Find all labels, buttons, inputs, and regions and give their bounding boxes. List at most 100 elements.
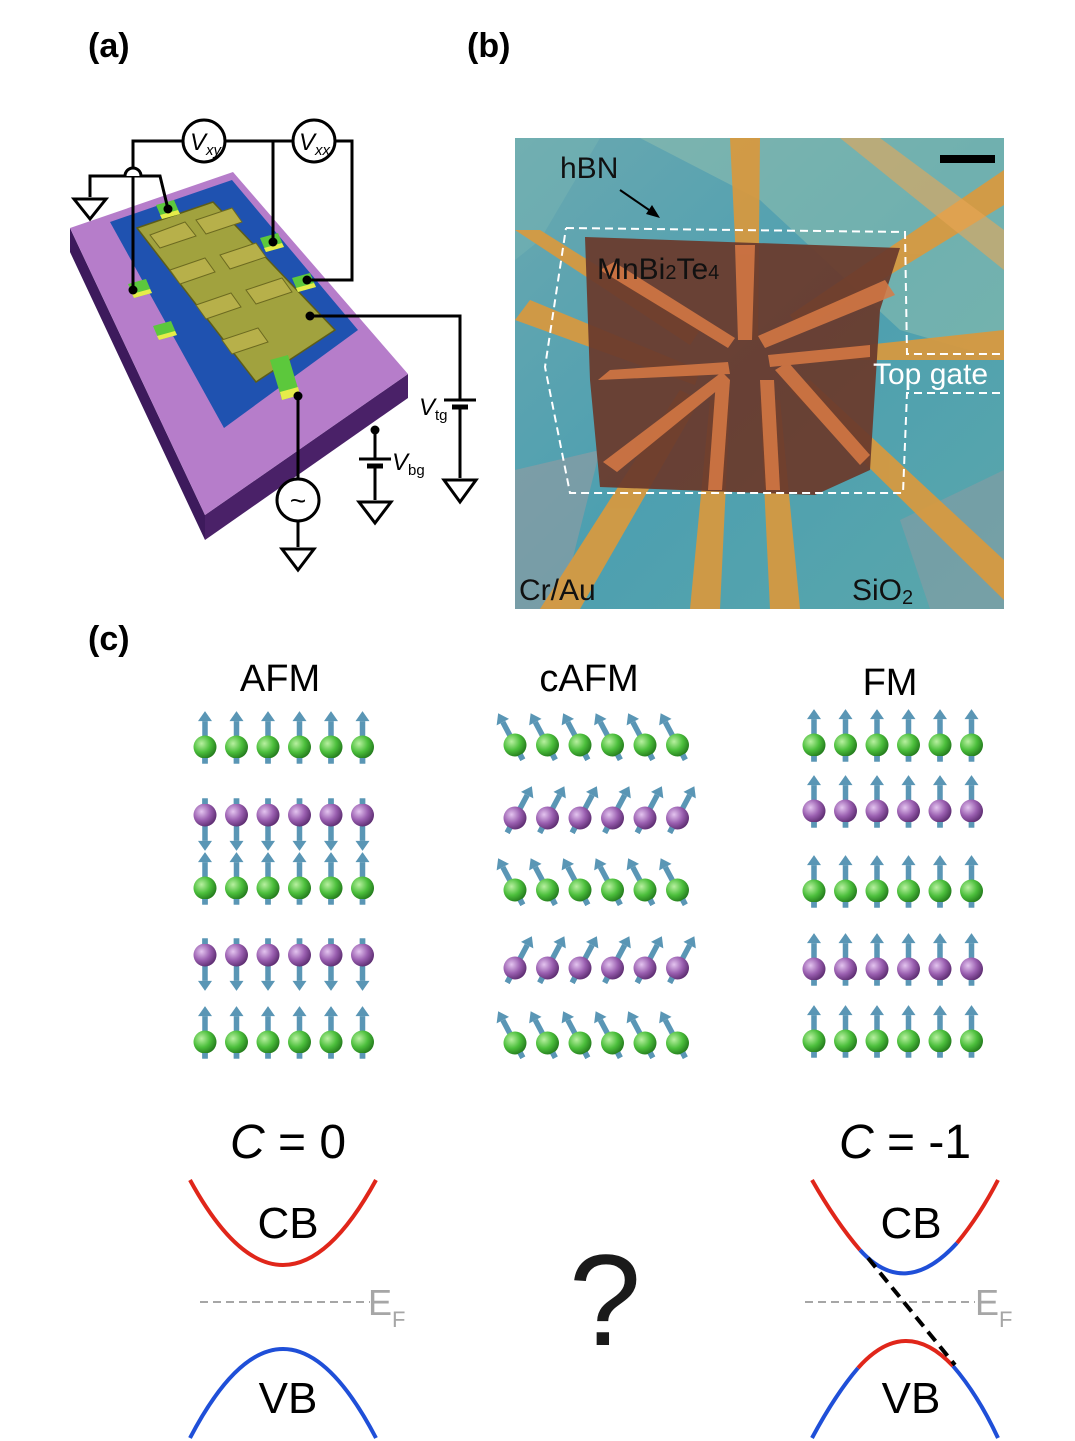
- spin-arrow-icon: [355, 852, 370, 863]
- spin-arrow-icon: [838, 1005, 853, 1016]
- atom-green: [633, 733, 657, 757]
- spin-arrow-tail: [680, 898, 688, 906]
- spin-arrow-tail: [504, 976, 513, 984]
- atom-green: [865, 879, 889, 903]
- spin-arrow-tail: [602, 826, 610, 834]
- vxx-meter: [291, 118, 337, 164]
- spin-arrow-icon: [626, 713, 640, 726]
- spin-arrow-icon: [933, 1005, 947, 1016]
- spin-arrow-icon: [198, 840, 212, 851]
- spin-arrow-icon: [292, 1006, 307, 1017]
- atom-purple: [288, 943, 311, 967]
- valence-band-right-center: [856, 1339, 955, 1370]
- spin-arrow-icon: [229, 840, 244, 851]
- spin-arrow-icon: [659, 858, 672, 871]
- spin-arrow-icon: [292, 852, 307, 863]
- spin-arrow-icon: [292, 711, 307, 722]
- spin-arrow-tail: [504, 826, 513, 834]
- atom-purple: [960, 957, 983, 981]
- spin-arrow-icon: [650, 786, 664, 799]
- atom-green: [225, 735, 248, 759]
- substrate-label: SiO2: [852, 574, 913, 609]
- spin-arrow-tail: [582, 898, 591, 906]
- atom-green: [834, 1029, 857, 1053]
- atom-purple: [568, 806, 592, 830]
- conduction-band-right-outer-right: [955, 1179, 1000, 1245]
- spin-arrow-icon: [933, 933, 947, 944]
- spin-arrow-icon: [261, 1006, 275, 1017]
- spin-arrow-icon: [229, 980, 244, 991]
- spin-arrow-icon: [292, 980, 307, 991]
- spin-arrow-icon: [901, 775, 916, 786]
- spin-arrow-icon: [198, 711, 212, 722]
- spin-arrow-tail: [615, 898, 623, 906]
- atom-purple: [319, 803, 343, 827]
- atom-purple: [897, 957, 920, 981]
- atom-green: [960, 879, 983, 903]
- ac-source-symbol: ~: [290, 485, 306, 516]
- spin-arrow-icon: [261, 980, 275, 991]
- atom-purple: [193, 803, 217, 827]
- spin-arrow-icon: [324, 711, 338, 722]
- spin-arrow-icon: [901, 933, 916, 944]
- atom-green: [568, 878, 592, 902]
- spin-arrow-icon: [870, 775, 884, 786]
- atom-purple: [802, 957, 826, 981]
- atom-purple: [633, 956, 657, 980]
- atom-green: [193, 1030, 217, 1054]
- spin-arrow-icon: [520, 786, 534, 799]
- atom-purple: [536, 956, 559, 980]
- spin-arrow-tail: [569, 976, 578, 984]
- atom-green: [802, 879, 826, 903]
- spin-arrow-icon: [261, 711, 275, 722]
- spin-arrow-icon: [964, 709, 979, 720]
- spin-arrow-icon: [838, 933, 853, 944]
- spin-arrow-tail: [517, 1051, 526, 1059]
- atom-green: [193, 735, 217, 759]
- spin-arrow-tail: [537, 976, 545, 984]
- atom-green: [928, 879, 952, 903]
- substrate-side-left: [70, 228, 205, 540]
- flake: [135, 201, 337, 384]
- battery-icon: [359, 457, 391, 469]
- unknown-question-mark: ?: [569, 1227, 641, 1373]
- cb-label-left: CB: [257, 1199, 318, 1248]
- spin-arrow-icon: [964, 1005, 979, 1016]
- atom-purple: [928, 957, 952, 981]
- spin-arrow-icon: [901, 709, 916, 720]
- spin-arrow-icon: [529, 1011, 542, 1024]
- order-title-fm: FM: [863, 662, 918, 704]
- spin-arrow-icon: [659, 713, 672, 726]
- conduction-band-right-outer-left: [810, 1179, 862, 1252]
- atom-purple: [865, 957, 889, 981]
- atom-green: [351, 1030, 374, 1054]
- spin-arrow-icon: [870, 855, 884, 866]
- panel-label-a: (a): [88, 27, 130, 65]
- atom-green: [503, 1031, 527, 1055]
- atom-purple: [193, 943, 217, 967]
- atom-purple: [865, 799, 889, 823]
- chern-right: C = -1: [839, 1116, 971, 1169]
- atom-green: [503, 733, 527, 757]
- battery-icon: [444, 398, 476, 410]
- atom-green: [633, 878, 657, 902]
- hbn-label: hBN: [560, 152, 618, 185]
- panel-label-b: (b): [467, 27, 510, 65]
- scale-bar: [940, 155, 995, 163]
- spin-arrow-icon: [496, 713, 510, 726]
- spin-arrow-icon: [683, 786, 696, 799]
- spin-arrow-icon: [324, 1006, 338, 1017]
- spin-arrow-icon: [870, 933, 884, 944]
- spin-arrow-tail: [582, 753, 591, 761]
- atom-purple: [319, 943, 343, 967]
- atom-purple: [225, 943, 248, 967]
- spin-arrow-icon: [594, 1011, 607, 1024]
- vxx-label: Vxx: [299, 129, 331, 159]
- spin-arrow-icon: [838, 709, 853, 720]
- atom-purple: [568, 956, 592, 980]
- spin-arrow-icon: [807, 775, 821, 786]
- atom-green: [928, 733, 952, 757]
- spin-arrow-icon: [838, 855, 853, 866]
- atom-purple: [351, 943, 374, 967]
- atom-purple: [666, 806, 689, 830]
